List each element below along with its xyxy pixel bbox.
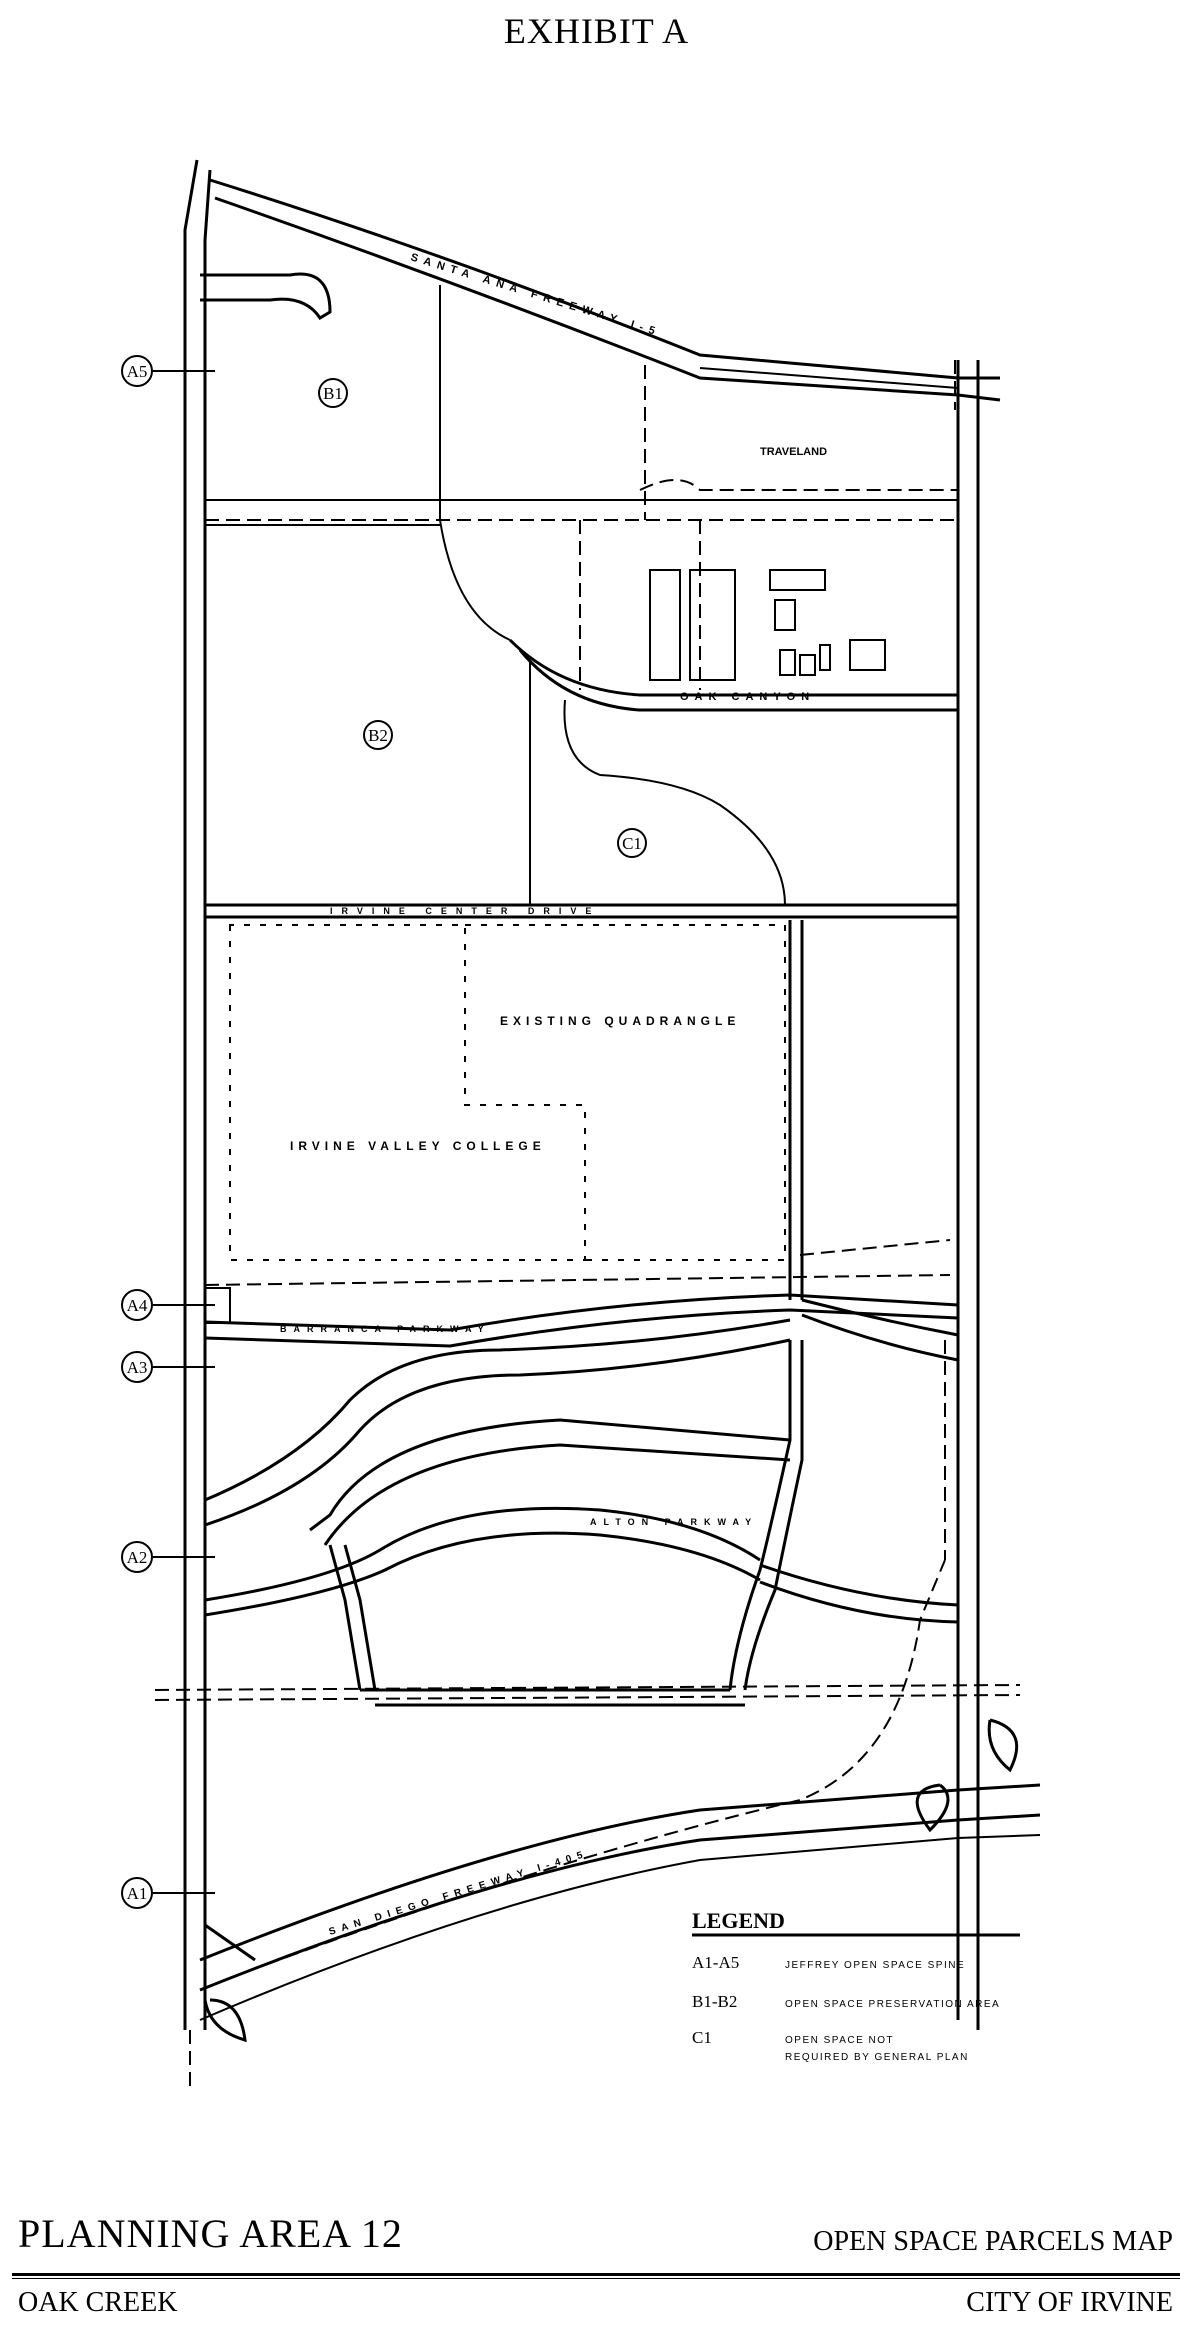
alton-parkway-label: ALTON PARKWAY bbox=[590, 1517, 758, 1527]
legend-code-c: C1 bbox=[692, 2028, 712, 2047]
callout-a2-label: A2 bbox=[127, 1548, 148, 1567]
parcel-b1: B1 bbox=[318, 378, 348, 408]
parcel-b1-label: B1 bbox=[323, 384, 343, 403]
travelland-label: TRAVELAND bbox=[760, 446, 827, 458]
callout-a5: A5 bbox=[121, 355, 215, 387]
legend-desc-c: OPEN SPACE NOT bbox=[785, 2035, 894, 2046]
legend-code-a: A1-A5 bbox=[692, 1953, 739, 1972]
callout-a2: A2 bbox=[121, 1541, 215, 1573]
irvine-center-drive bbox=[205, 903, 958, 919]
callout-a3-label: A3 bbox=[127, 1358, 148, 1377]
footer-rule-thin bbox=[12, 2278, 1180, 2279]
footer-title: PLANNING AREA 12 bbox=[18, 2211, 403, 2256]
footer-subtitle: OAK CREEK bbox=[18, 2287, 178, 2318]
santa-ana-freeway-label: SANTA ANA FREEWAY I-5 bbox=[409, 251, 662, 339]
callout-a4-label: A4 bbox=[127, 1296, 148, 1315]
college-block bbox=[204, 920, 951, 1300]
san-diego-freeway-label: SAN DIEGO FREEWAY I-405 bbox=[328, 1848, 590, 1938]
oak-canyon-label: OAK CANYON bbox=[680, 691, 815, 703]
legend-desc-b: OPEN SPACE PRESERVATION AREA bbox=[785, 1999, 1000, 2010]
legend-desc-a: JEFFREY OPEN SPACE SPINE bbox=[785, 1960, 965, 1971]
callout-a4: A4 bbox=[121, 1289, 215, 1321]
parcel-c1-label: C1 bbox=[622, 834, 642, 853]
buildings bbox=[649, 569, 886, 681]
jeffrey-road bbox=[183, 159, 212, 2090]
legend: LEGEND A1-A5 JEFFREY OPEN SPACE SPINE B1… bbox=[692, 1908, 1020, 2063]
legend-code-b: B1-B2 bbox=[692, 1992, 737, 2011]
internal-roads bbox=[204, 1318, 959, 1707]
callout-a1: A1 bbox=[121, 1877, 215, 1909]
santa-ana-freeway bbox=[200, 178, 1001, 402]
sand-canyon-road bbox=[954, 360, 980, 2030]
callout-a5-label: A5 bbox=[127, 362, 148, 381]
existing-quadrangle-label: EXISTING QUADRANGLE bbox=[500, 1014, 740, 1028]
exhibit-title: EXHIBIT A bbox=[503, 11, 690, 51]
footer-rule bbox=[12, 2273, 1180, 2276]
footer-city: CITY OF IRVINE bbox=[966, 2287, 1173, 2318]
barranca-parkway-label: BARRANCA PARKWAY bbox=[280, 1324, 491, 1334]
parcel-b2: B2 bbox=[363, 720, 393, 750]
parcel-b2-label: B2 bbox=[368, 726, 388, 745]
legend-desc-c2: REQUIRED BY GENERAL PLAN bbox=[785, 2052, 969, 2063]
irvine-valley-college-label: IRVINE VALLEY COLLEGE bbox=[290, 1139, 546, 1153]
barranca-parkway bbox=[204, 1293, 959, 1362]
footer-map-name: OPEN SPACE PARCELS MAP bbox=[813, 2226, 1173, 2257]
irvine-center-drive-label: IRVINE CENTER DRIVE bbox=[330, 906, 600, 916]
san-diego-freeway bbox=[199, 1559, 1041, 2043]
legend-title: LEGEND bbox=[692, 1908, 785, 1933]
railroad bbox=[154, 1684, 1021, 1701]
top-parcel-lines bbox=[205, 285, 958, 906]
parcel-c1: C1 bbox=[617, 828, 647, 858]
callout-a1-label: A1 bbox=[127, 1884, 148, 1903]
callout-a3: A3 bbox=[121, 1351, 215, 1383]
